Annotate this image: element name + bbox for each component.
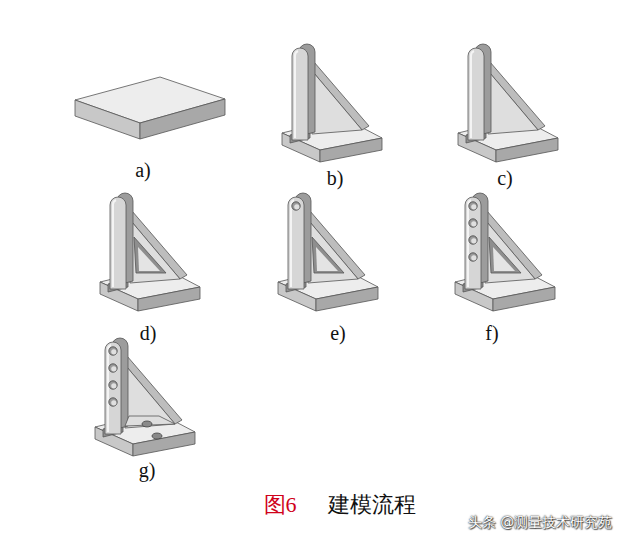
part-f — [455, 193, 555, 311]
step-label: d) — [140, 321, 157, 345]
step-label: b) — [327, 166, 344, 190]
step-label: f) — [485, 321, 498, 345]
part-b — [282, 44, 382, 162]
plate-a — [75, 77, 225, 139]
step-label: g) — [139, 458, 156, 482]
step-label: a) — [135, 158, 151, 182]
part-d — [100, 193, 200, 311]
part-c — [458, 44, 558, 162]
watermark: 头条 @测量技术研究苑 — [468, 514, 612, 531]
step-label: e) — [330, 321, 346, 345]
figure-number: 图6 — [264, 492, 297, 518]
figure-caption: 建模流程 — [328, 492, 416, 518]
part-e — [278, 193, 378, 311]
step-label: c) — [497, 166, 513, 190]
part-g — [95, 338, 195, 456]
